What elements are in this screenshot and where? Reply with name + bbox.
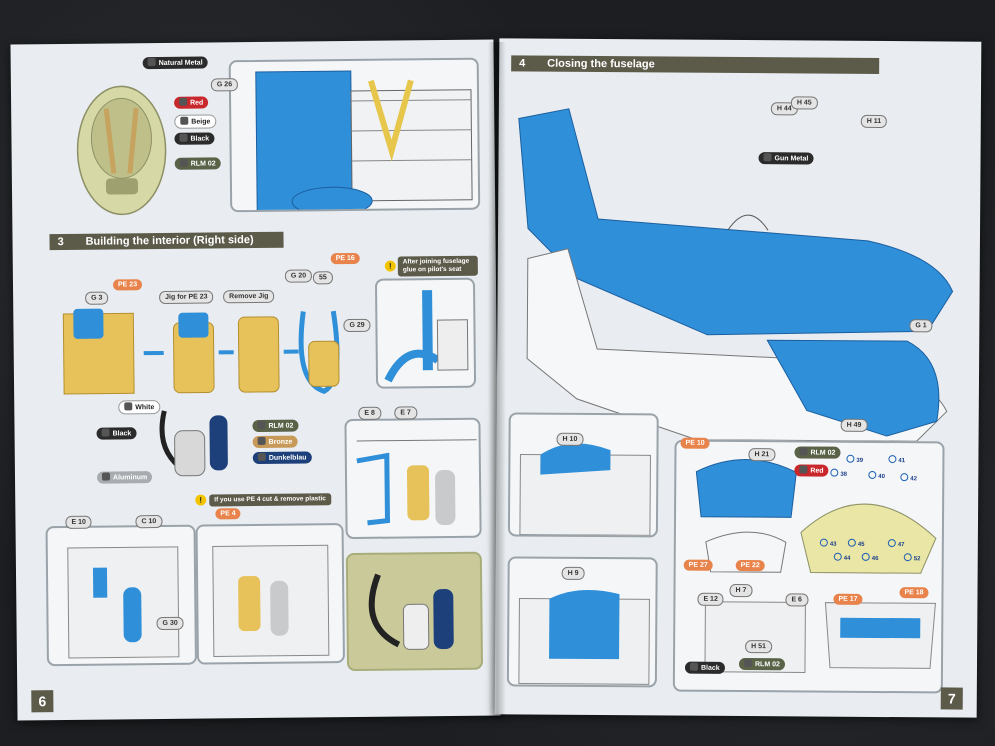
oxygen-install-panel <box>344 417 482 540</box>
bottom-left-panel <box>45 524 197 667</box>
part-pe18-label: PE 18 <box>899 587 929 599</box>
part-e12-label: E 12 <box>697 592 724 606</box>
paint-black-3-tag: Black <box>684 661 725 674</box>
step3-title: Building the interior (Right side) <box>85 234 254 248</box>
paint-bronze-tag: Bronze <box>252 435 298 449</box>
instrument-39: 39 <box>846 455 863 464</box>
warning-icon: ! <box>384 260 396 272</box>
remove-jig-label: Remove Jig <box>223 289 275 304</box>
part-g30-label: G 30 <box>156 616 184 631</box>
seat-assembly-illustration <box>76 85 167 216</box>
part-e10-label: E 10 <box>65 515 92 529</box>
paint-dunkelblau-tag: Dunkelblau <box>252 451 312 465</box>
paint-white-tag: White <box>118 399 161 415</box>
oxygen-rack-sequence <box>62 308 340 395</box>
part-e8-label: E 8 <box>358 406 381 420</box>
paint-natural-metal-tag: Natural Metal <box>142 56 208 70</box>
bottom-middle-panel <box>195 523 345 665</box>
step3-number: 3 <box>57 236 64 249</box>
part-pe4-label: PE 4 <box>215 508 241 520</box>
part-pe23-label: PE 23 <box>112 279 143 291</box>
part-pe16-label: PE 16 <box>330 252 360 265</box>
part-h21-label: H 21 <box>748 448 776 462</box>
photo-reference-panel <box>345 551 484 672</box>
h9-detail-panel <box>506 556 658 688</box>
after-joining-note: After joining fuselage glue on pilot's s… <box>397 255 478 277</box>
oxygen-bottles-illustration <box>159 410 228 477</box>
step4-number: 4 <box>519 57 526 70</box>
paint-rlm02-3-tag: RLM 02 <box>794 446 841 459</box>
paint-rlm02-2-tag: RLM 02 <box>252 419 299 433</box>
instrument-38: 38 <box>830 469 847 478</box>
paint-rlm02-tag: RLM 02 <box>174 157 221 170</box>
part-g26-label: G 26 <box>210 78 239 92</box>
part-c10-label: C 10 <box>135 514 163 529</box>
page-number-left: 6 <box>31 690 54 713</box>
part-h10-label: H 10 <box>556 432 584 446</box>
part-h51-label: H 51 <box>745 640 772 654</box>
paint-aluminum-tag: Aluminum <box>96 471 153 484</box>
paint-rlm02-4-tag: RLM 02 <box>738 658 785 671</box>
step4-title: Closing the fuselage <box>547 57 655 71</box>
part-pe17-label: PE 17 <box>833 593 863 605</box>
instrument-47: 47 <box>888 539 905 548</box>
part-55-label: 55 <box>312 271 333 285</box>
part-g3-label: G 3 <box>85 291 109 305</box>
part-pe27-label: PE 27 <box>683 559 713 571</box>
instrument-41: 41 <box>888 455 905 464</box>
oxygen-install-illustration <box>356 439 477 526</box>
instrument-44: 44 <box>834 553 851 562</box>
part-g29-label: G 29 <box>343 318 371 333</box>
instrument-43: 43 <box>820 539 837 548</box>
part-e7-label: E 7 <box>394 406 417 420</box>
instrument-46: 46 <box>862 553 879 562</box>
instrument-42: 42 <box>900 473 917 482</box>
instrument-52: 52 <box>904 553 921 562</box>
seat-detail-panel <box>374 277 477 389</box>
h10-detail-illustration <box>519 443 651 536</box>
paint-black2-tag: Black <box>96 427 137 440</box>
cockpit-seat-illustration <box>255 70 473 213</box>
part-pe22-label: PE 22 <box>735 559 765 572</box>
photo-reference-illustration <box>368 573 454 650</box>
warning-icon-2: ! <box>195 494 207 506</box>
part-h49-label: H 49 <box>840 418 868 432</box>
part-g20-label: G 20 <box>284 269 313 283</box>
instrument-panel-illustration <box>695 459 937 673</box>
part-h7-label: H 7 <box>729 583 753 598</box>
paint-red-tag: Red <box>174 96 209 109</box>
paint-gun-metal-tag: Gun Metal <box>758 152 814 165</box>
step3-header: 3 Building the interior (Right side) <box>49 231 284 251</box>
bottom-middle-illustration <box>212 544 330 657</box>
fuselage-illustration <box>518 108 954 442</box>
instrument-45: 45 <box>848 539 865 548</box>
instrument-40: 40 <box>868 471 885 480</box>
part-h11-label: H 11 <box>860 114 888 129</box>
part-h9-label: H 9 <box>561 566 585 580</box>
paint-black-tag: Black <box>174 132 215 145</box>
paint-beige-tag: Beige <box>174 114 217 129</box>
page-left: Natural Metal Red Beige Black RLM 02 G 2… <box>10 39 501 721</box>
part-h45-label: H 45 <box>790 96 818 110</box>
part-g1-label: G 1 <box>909 319 933 333</box>
seat-detail-illustration <box>384 290 469 383</box>
h10-detail-panel <box>507 412 659 538</box>
paint-red-2-tag: Red <box>794 464 829 477</box>
book-gutter <box>488 42 506 718</box>
cockpit-seat-panel <box>228 57 481 213</box>
part-pe10-label: PE 10 <box>680 437 710 449</box>
h9-detail-illustration <box>518 589 650 685</box>
jig-label: Jig for PE 23 <box>159 290 214 305</box>
page-number-right: 7 <box>940 687 963 710</box>
part-e6-label: E 6 <box>785 593 809 607</box>
instrument-panel-detail <box>672 439 945 694</box>
step4-header: 4 Closing the fuselage <box>511 55 880 74</box>
bottom-left-illustration <box>67 546 180 659</box>
pe4-note: If you use PE 4 cut & remove plastic <box>209 493 331 507</box>
